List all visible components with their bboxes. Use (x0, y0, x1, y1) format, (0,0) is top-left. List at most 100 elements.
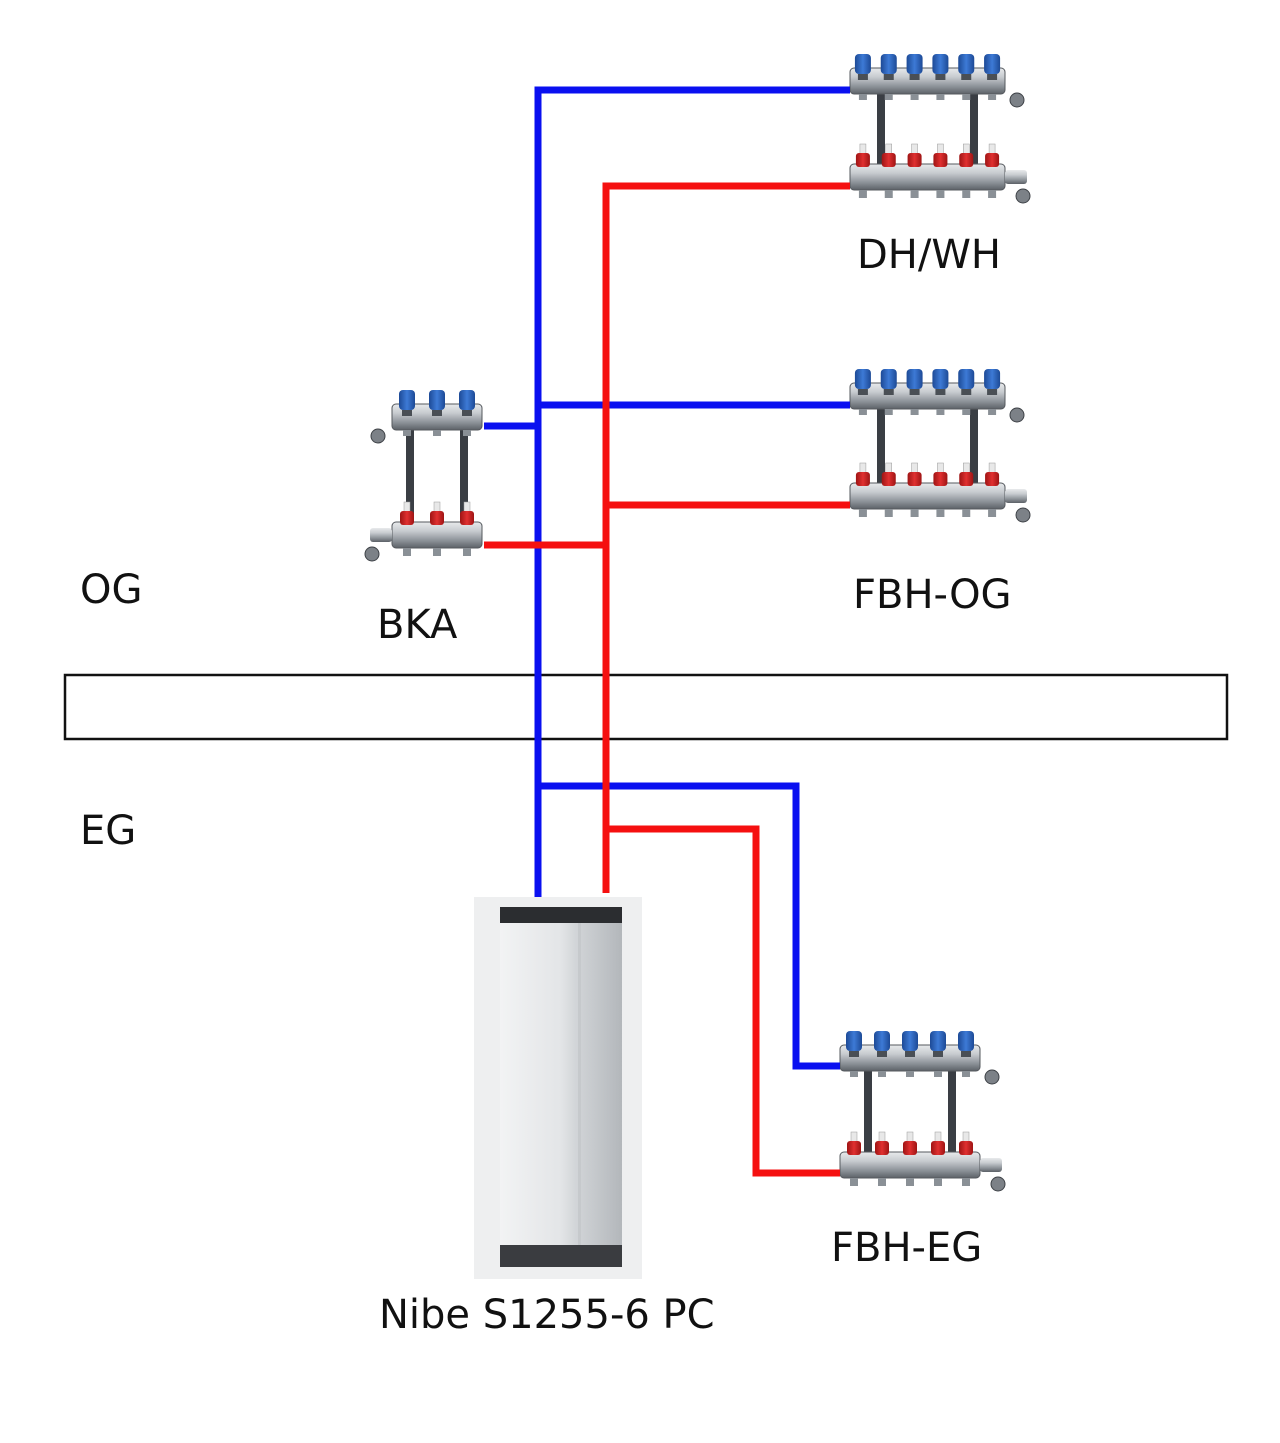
cap-nut (849, 1051, 859, 1057)
flow-meter (859, 462, 867, 474)
flow-meter (988, 143, 996, 155)
supply-pipe-riser (602, 182, 850, 893)
end-valve (364, 546, 380, 562)
label-heat-pump: Nibe S1255-6 PC (379, 1292, 715, 1338)
manifold-fbh-og (849, 369, 1031, 523)
label-og: OG (80, 567, 143, 613)
manifold-bracket (877, 409, 885, 483)
blue-cap (932, 369, 949, 389)
outlet (962, 409, 971, 415)
blue-cap (958, 369, 975, 389)
manifold-bracket (948, 1071, 956, 1152)
red-valve (959, 1141, 973, 1155)
blue-cap (880, 369, 897, 389)
blue-cap (906, 369, 923, 389)
flow-meter (433, 501, 441, 513)
end-fitting (980, 1158, 1002, 1172)
label-eg: EG (80, 808, 137, 854)
supply-bar (839, 1151, 981, 1179)
red-valve (985, 153, 1000, 167)
flow-meter (911, 462, 918, 474)
end-valve (990, 1176, 1006, 1192)
manifold-dh-wh (849, 54, 1031, 204)
label-bka: BKA (377, 602, 458, 648)
flow-meter (850, 1131, 858, 1143)
red-valve (931, 1141, 945, 1155)
flow-meter (934, 1131, 942, 1143)
blue-cap (854, 54, 871, 74)
cap-nut (987, 389, 998, 395)
cap-nut (961, 389, 972, 395)
return-pipe-fbh-eg (538, 782, 840, 1070)
blue-cap (984, 369, 1001, 389)
end-valve (1009, 92, 1025, 108)
end-fitting (370, 528, 392, 542)
blue-cap (906, 54, 923, 74)
flow-meter (911, 143, 918, 155)
red-valve (881, 153, 896, 167)
outlet (962, 1071, 970, 1077)
red-valve (959, 153, 974, 167)
flow-meter (878, 1131, 886, 1143)
cap-nut (909, 74, 920, 80)
end-valve (1009, 407, 1025, 423)
blue-cap (930, 1031, 946, 1051)
red-valve (959, 472, 974, 486)
manifold-layer (364, 54, 1031, 1192)
flow-meter (885, 143, 892, 155)
outlet (936, 509, 945, 517)
end-valve (1015, 507, 1031, 523)
label-fbh-og: FBH-OG (853, 572, 1012, 618)
red-valve (400, 511, 414, 525)
outlet (878, 1178, 886, 1186)
label-dh-wh: DH/WH (857, 232, 1001, 278)
manifold-bracket (864, 1071, 872, 1152)
flow-meter (963, 462, 970, 474)
blue-cap (874, 1031, 890, 1051)
red-valve (875, 1141, 889, 1155)
outlet (962, 509, 971, 517)
blue-cap (902, 1031, 918, 1051)
supply-bar (849, 482, 1006, 510)
cap-nut (857, 389, 868, 395)
end-fitting (1005, 170, 1027, 184)
cap-nut (462, 410, 472, 416)
outlet (884, 509, 893, 517)
red-valve (460, 511, 474, 525)
outlet (988, 409, 997, 415)
outlet (934, 1178, 942, 1186)
red-valve (903, 1141, 917, 1155)
manifold-bracket (460, 430, 468, 522)
flow-meter (859, 143, 867, 155)
outlet (884, 94, 893, 100)
label-fbh-eg: FBH-EG (831, 1225, 983, 1271)
outlet (858, 94, 867, 100)
red-valve (847, 1141, 861, 1155)
return-bar (849, 67, 1006, 95)
end-valve (370, 428, 386, 444)
outlet (463, 548, 471, 556)
cap-nut (857, 74, 868, 80)
cap-nut (933, 1051, 943, 1057)
red-valve (907, 472, 922, 486)
blue-cap (854, 369, 871, 389)
red-valve (933, 153, 948, 167)
supply-pipes (484, 182, 850, 1177)
heat-pump-unit (474, 897, 642, 1279)
blue-cap (958, 54, 975, 74)
flow-meter (463, 501, 471, 513)
cap-nut (877, 1051, 887, 1057)
outlet (936, 409, 945, 415)
supply-pipe-fbh-eg (606, 825, 840, 1177)
red-valve (933, 472, 948, 486)
outlet (858, 509, 867, 517)
outlet (906, 1178, 914, 1186)
outlet (850, 1178, 858, 1186)
outlet (403, 548, 411, 556)
red-valve (985, 472, 1000, 486)
blue-cap (399, 390, 415, 410)
flow-meter (403, 501, 411, 513)
outlet (910, 409, 919, 415)
outlet (962, 190, 971, 198)
cap-nut (883, 389, 894, 395)
